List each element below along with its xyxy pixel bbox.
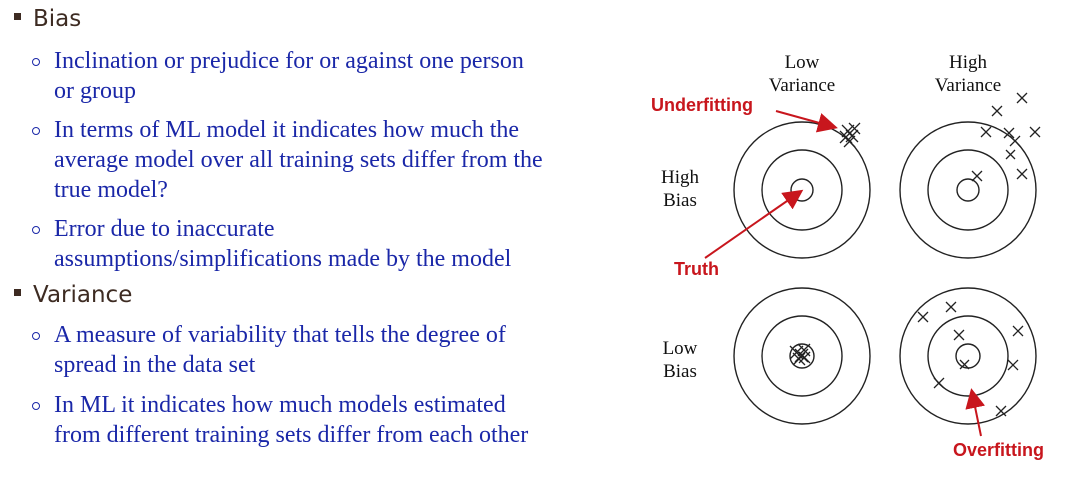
overfitting-arrow [965, 388, 986, 437]
x-marker-scatter [971, 92, 1041, 182]
square-bullet-icon [14, 289, 21, 296]
bullet-variance: Variance [14, 282, 132, 308]
truth-arrow [704, 189, 804, 259]
target-low-bias-high-variance [899, 287, 1037, 425]
circle-bullet-icon [32, 58, 40, 66]
x-marker-cluster [789, 343, 811, 366]
target-high-bias-high-variance [899, 92, 1041, 259]
bias-heading: Bias [33, 6, 82, 32]
row-label-low-bias: Low Bias [662, 338, 698, 382]
callout-arrows [704, 110, 986, 437]
variance-item-1: A measure of variability that tells the … [32, 320, 622, 380]
column-label-high-variance: High Variance [934, 52, 1002, 96]
x-marker-scatter [917, 301, 1024, 417]
bullet-bias: Bias [14, 6, 81, 32]
text-line: or group [54, 78, 136, 104]
circle-bullet-icon [32, 402, 40, 410]
text-line: In terms of ML model it indicates how mu… [54, 117, 520, 143]
truth-callout: Truth [674, 259, 719, 279]
text-line: spread in the data set [54, 352, 256, 378]
text-line: true model? [54, 177, 168, 203]
x-marker-cluster [839, 122, 861, 148]
target-high-bias-low-variance [733, 121, 871, 259]
text-line: A measure of variability that tells the … [54, 322, 506, 348]
text-line: average model over all training sets dif… [54, 147, 543, 173]
text-line: In ML it indicates how much models estim… [54, 392, 506, 418]
circle-bullet-icon [32, 127, 40, 135]
bias-item-2: In terms of ML model it indicates how mu… [32, 115, 622, 205]
square-bullet-icon [14, 13, 21, 20]
text-line: from different training sets differ from… [54, 422, 529, 448]
circle-bullet-icon [32, 226, 40, 234]
text-line: Error due to inaccurate [54, 216, 275, 242]
text-line: assumptions/simplifications made by the … [54, 246, 512, 272]
row-label-high-bias: High Bias [661, 167, 699, 211]
bias-item-1: Inclination or prejudice for or against … [32, 46, 622, 106]
overfitting-callout: Overfitting [953, 440, 1045, 460]
variance-heading: Variance [33, 282, 133, 308]
variance-item-2: In ML it indicates how much models estim… [32, 390, 622, 450]
bias-item-3: Error due to inaccurate assumptions/simp… [32, 214, 622, 274]
underfitting-callout: Underfitting [651, 95, 753, 115]
circle-bullet-icon [32, 332, 40, 340]
column-label-low-variance: Low Variance [768, 52, 836, 96]
text-line: Inclination or prejudice for or against … [54, 48, 524, 74]
underfitting-arrow [775, 110, 838, 133]
target-low-bias-low-variance [733, 287, 871, 425]
